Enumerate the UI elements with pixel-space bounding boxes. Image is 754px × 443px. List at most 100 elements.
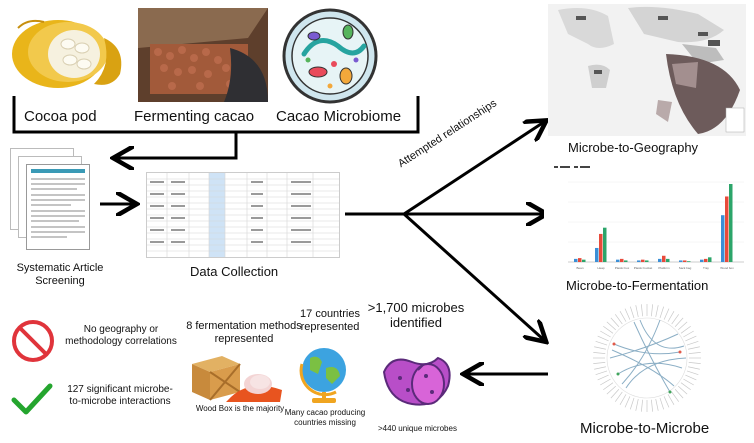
fermentation-bar	[729, 184, 733, 262]
fermentation-tick-label: Plastic bucket	[634, 266, 653, 270]
countries-text: 17 countries represented	[290, 308, 370, 334]
data-collection-label: Data Collection	[190, 264, 279, 279]
chord-label-tick	[671, 314, 680, 325]
countries-line2: represented	[300, 321, 360, 333]
chord-label-tick	[683, 378, 694, 386]
fermentation-bar	[708, 257, 712, 262]
missing-line1: Many cacao producing	[284, 408, 366, 417]
fermenting-cacao-image	[138, 8, 268, 102]
countries-missing-text: Many cacao producing countries missing	[276, 408, 374, 428]
article-stack	[10, 148, 90, 250]
fermentation-bar	[624, 260, 628, 262]
fermentation-bar	[687, 261, 691, 262]
no-correlation-icon	[10, 318, 56, 364]
bacteria-icon	[382, 356, 451, 406]
chord-label-tick	[641, 304, 643, 317]
petri-dish-icon	[282, 8, 378, 104]
fermentation-bar	[725, 196, 729, 262]
fermentation-bar	[574, 258, 578, 262]
chord-label-tick	[651, 399, 653, 412]
chord-label-tick	[595, 370, 608, 376]
globe-icon	[299, 348, 346, 403]
microbe-geography-label: Microbe-to-Geography	[568, 140, 699, 155]
screening-label-line2: Screening	[35, 275, 85, 287]
chord-label-tick	[610, 317, 620, 328]
chord-label-tick	[680, 325, 691, 334]
chord-label-tick	[667, 394, 675, 405]
fermentation-tick-label: Bean	[576, 266, 583, 270]
chord-label-tick	[688, 352, 701, 354]
fermentation-bar	[637, 260, 641, 262]
prohibited-icon	[12, 320, 54, 362]
chord-label-tick	[603, 382, 614, 391]
chord-label-tick	[663, 396, 670, 408]
cocoa-pod-label: Cocoa pod	[24, 108, 97, 125]
fermentation-bar	[662, 255, 666, 262]
missing-line2: countries missing	[294, 418, 356, 427]
chord-label-tick	[671, 391, 680, 402]
fermentation-bar	[666, 258, 670, 262]
microbiome-image	[278, 6, 382, 106]
chord-label-tick	[606, 321, 617, 331]
fermentation-tick-label: Tray	[703, 266, 709, 270]
chord-label-tick	[663, 308, 670, 320]
unique-microbes-text: >440 unique microbes	[378, 424, 457, 433]
chord-label-tick	[641, 399, 643, 412]
chord-label-tick	[667, 311, 675, 322]
world-map-icon	[558, 6, 745, 134]
microbes-line2: identified	[389, 315, 443, 330]
chord-label-tick	[614, 391, 623, 402]
chord-label-tick	[594, 366, 606, 370]
microbes-line1: >1,700 microbes	[367, 300, 465, 315]
chord-label-tick	[635, 399, 639, 411]
chord-label-tick	[685, 374, 697, 381]
significant-check-icon	[10, 382, 54, 416]
chord-label-tick	[624, 396, 631, 408]
significant-interactions-text: 127 significant microbe- to-microbe inte…	[52, 384, 188, 408]
chord-label-tick	[674, 317, 684, 328]
fermentation-bar	[578, 258, 582, 262]
chord-label-tick	[595, 340, 608, 346]
methods-line2: represented	[214, 333, 274, 345]
chord-label-tick	[688, 366, 700, 370]
microbiome-label: Cacao Microbiome	[276, 108, 402, 125]
chord-label-tick	[619, 311, 627, 322]
fermentation-bar	[582, 259, 586, 262]
chord-label-tick	[614, 314, 623, 325]
chord-label-tick	[600, 330, 611, 338]
fermentation-tick-label: Sack bag	[679, 266, 692, 270]
chord-label-tick	[680, 382, 691, 391]
chord-label-tick	[619, 394, 627, 405]
chord-label-tick	[593, 352, 606, 354]
chord-label-tick	[688, 362, 701, 364]
chord-label-tick	[659, 306, 665, 319]
chord-label-tick	[603, 325, 614, 334]
chord-label-tick	[677, 385, 688, 395]
fermenting-cacao-label: Fermenting cacao	[134, 108, 255, 125]
microbes-identified-text: >1,700 microbes identified	[366, 300, 466, 330]
screening-label: Systematic Article Screening	[4, 262, 116, 288]
microbe-fermentation-label: Microbe-to-Fermentation	[566, 278, 709, 293]
fermenting-beans-icon	[138, 8, 268, 102]
microbe-microbe-label: Microbe-to-Microbe	[580, 420, 710, 437]
cocoa-pod-icon	[12, 19, 122, 88]
fermentation-bar	[700, 259, 704, 262]
chord-label-tick	[677, 321, 688, 331]
chord-label-tick	[674, 388, 684, 399]
chord-label-tick	[629, 397, 635, 410]
chord-label-tick	[651, 304, 653, 317]
data-table-image	[146, 172, 340, 258]
no-correlation-line2: methodology correlations	[65, 336, 177, 347]
wood-box-icon	[192, 356, 282, 402]
fermentation-bar	[641, 259, 645, 262]
no-correlation-line1: No geography or	[83, 324, 159, 335]
chord-label-tick	[597, 335, 609, 342]
chord-label-tick	[686, 370, 699, 376]
significant-line2: to-microbe interactions	[69, 396, 171, 407]
chord-label-tick	[659, 397, 665, 410]
countries-line1: 17 countries	[300, 308, 360, 320]
fermentation-bar	[620, 258, 624, 262]
